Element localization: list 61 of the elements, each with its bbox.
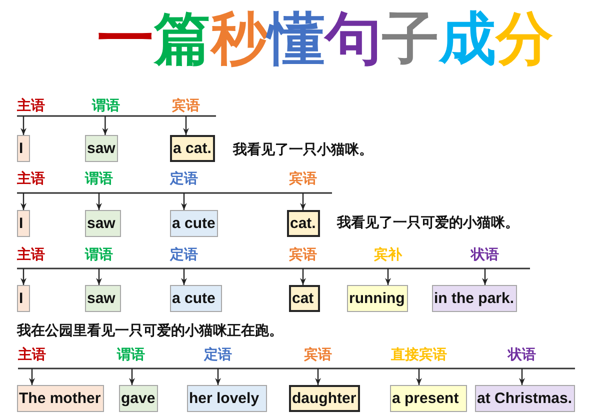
role-label: 谓语 bbox=[85, 171, 113, 193]
role-label: 状语 bbox=[471, 246, 499, 268]
word-box: cat bbox=[289, 285, 320, 312]
arrow bbox=[416, 368, 422, 385]
title: 一篇秒懂句子成分 bbox=[97, 5, 553, 73]
arrow bbox=[181, 193, 187, 210]
word-box: at Christmas. bbox=[475, 385, 576, 412]
word-box: in the park. bbox=[432, 285, 518, 312]
word-box: a cat. bbox=[170, 135, 216, 162]
arrow bbox=[300, 193, 306, 210]
word-box: cat. bbox=[287, 210, 320, 237]
arrow bbox=[102, 116, 108, 135]
arrow bbox=[96, 193, 102, 210]
role-label: 谓语 bbox=[117, 346, 145, 368]
arrow bbox=[183, 116, 189, 135]
arrow bbox=[300, 268, 306, 285]
word-box: her lovely bbox=[187, 385, 267, 412]
role-label: 宾语 bbox=[289, 171, 317, 193]
arrow bbox=[29, 368, 35, 385]
role-label: 定语 bbox=[204, 346, 232, 368]
word-box: a cute bbox=[170, 210, 218, 237]
role-label: 宾语 bbox=[304, 346, 332, 368]
role-label: 直接宾语 bbox=[391, 346, 447, 368]
translation-text: 我在公园里看见一只可爱的小猫咪正在跑。 bbox=[17, 322, 283, 340]
word-box: I bbox=[17, 285, 30, 312]
role-label: 定语 bbox=[170, 246, 198, 268]
word-box: I bbox=[17, 135, 30, 162]
arrow bbox=[215, 368, 221, 385]
role-label: 主语 bbox=[17, 171, 45, 193]
translation-text: 我看见了一只小猫咪。 bbox=[233, 141, 373, 159]
arrow bbox=[129, 368, 135, 385]
arrow bbox=[519, 368, 525, 385]
word-box: saw bbox=[85, 135, 118, 162]
role-label: 定语 bbox=[170, 171, 198, 193]
word-box: gave bbox=[119, 385, 158, 412]
arrow bbox=[20, 193, 26, 210]
arrow bbox=[96, 268, 102, 285]
word-box: saw bbox=[85, 285, 121, 312]
word-box: daughter bbox=[289, 385, 360, 412]
role-label: 宾语 bbox=[172, 98, 200, 116]
translation-text: 我看见了一只可爱的小猫咪。 bbox=[337, 214, 519, 232]
word-box: a present bbox=[390, 385, 467, 412]
word-box: saw bbox=[85, 210, 121, 237]
arrow bbox=[181, 268, 187, 285]
arrow bbox=[20, 268, 26, 285]
role-label: 主语 bbox=[17, 246, 45, 268]
role-label: 宾语 bbox=[289, 246, 317, 268]
word-box: a cute bbox=[170, 285, 222, 312]
arrow bbox=[315, 368, 321, 385]
word-box: running bbox=[347, 285, 408, 312]
word-box: The mother bbox=[17, 385, 104, 412]
role-label: 谓语 bbox=[85, 246, 113, 268]
role-label: 状语 bbox=[508, 346, 536, 368]
arrow bbox=[385, 268, 391, 285]
role-label: 主语 bbox=[17, 98, 45, 116]
role-label: 谓语 bbox=[92, 98, 120, 116]
role-label: 主语 bbox=[18, 346, 46, 368]
role-label: 宾补 bbox=[374, 246, 402, 268]
word-box: I bbox=[17, 210, 30, 237]
arrow bbox=[20, 116, 26, 135]
arrow bbox=[482, 268, 488, 285]
